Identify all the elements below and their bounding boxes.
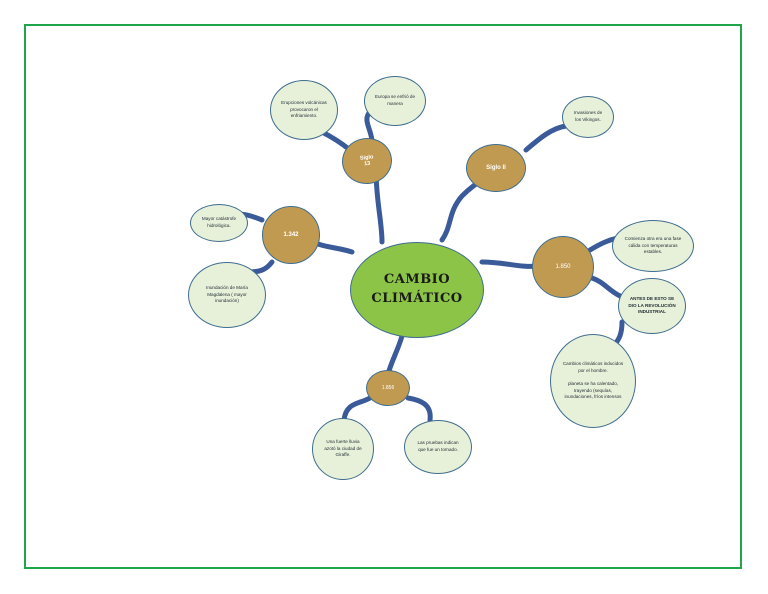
- leaf-invasiones: Invasiones de los Vikingos.: [562, 96, 614, 138]
- hub-1850: 1.850: [532, 236, 594, 298]
- leaf-antes-revolucion: ANTES DE ESTO SE DIO LA REVOLUCIÓN INDUS…: [618, 278, 686, 334]
- connector-center-1856: [385, 333, 405, 377]
- connector-1850-antes: [589, 275, 623, 299]
- hub-siglo-2: Siglo II: [466, 144, 526, 192]
- leaf-antes-revolucion-text: ANTES DE ESTO SE DIO LA REVOLUCIÓN INDUS…: [628, 296, 676, 315]
- leaf-cambios-climaticos: Cambios climáticos inducidos por el homb…: [550, 334, 636, 428]
- connector-center-1850: [479, 259, 541, 269]
- leaf-europa-text: Europa se enfrió de manera: [374, 94, 416, 106]
- hub-siglo-13-label: Siglo 13: [359, 154, 374, 168]
- leaf-invasiones-text: Invasiones de los Vikingos.: [573, 110, 603, 122]
- connector-center-1342: [315, 241, 355, 255]
- leaf-erupciones: Erupciones volcánicas provocaron el enfr…: [270, 80, 338, 140]
- hub-1342: 1.342: [262, 206, 320, 264]
- connector-1856-fuerte: [341, 395, 373, 423]
- hub-1856-label: 1.856: [381, 385, 395, 391]
- hub-siglo-2-label: Siglo II: [486, 165, 506, 171]
- leaf-pruebas-text: Las pruebas indican que fue un tornado.: [417, 440, 459, 452]
- connector-1856-pruebas: [405, 395, 433, 423]
- central-topic-title: CAMBIO CLIMÁTICO: [371, 272, 463, 306]
- leaf-comienza-era-text: Comienza otra era una fase cálida con te…: [624, 236, 682, 255]
- leaf-comienza-era: Comienza otra era una fase cálida con te…: [612, 220, 694, 272]
- leaf-europa: Europa se enfrió de manera: [364, 76, 426, 126]
- page-border: [24, 24, 742, 569]
- leaf-mayor-catastrofe-text: Mayor catástrofe hidrológica.: [201, 216, 237, 228]
- leaf-erupciones-text: Erupciones volcánicas provocaron el enfr…: [281, 100, 327, 119]
- leaf-pruebas: Las pruebas indican que fue un tornado.: [404, 420, 472, 474]
- leaf-fuerte-lluvia: Una fuerte lluvia azotó la ciudad de Gir…: [312, 418, 374, 480]
- hub-1342-label: 1.342: [283, 232, 299, 238]
- leaf-mayor-catastrofe: Mayor catástrofe hidrológica.: [190, 204, 248, 242]
- central-topic-node: CAMBIO CLIMÁTICO: [350, 242, 484, 338]
- leaf-cambios-climaticos-text: Cambios climáticos inducidos por el homb…: [562, 361, 624, 400]
- hub-1850-label: 1.850: [555, 264, 571, 270]
- leaf-inundacion-text: Inundación de María Magdalena ( mayor in…: [206, 285, 248, 304]
- leaf-fuerte-lluvia-text: Una fuerte lluvia azotó la ciudad de Gir…: [324, 439, 362, 458]
- leaf-inundacion: Inundación de María Magdalena ( mayor in…: [188, 262, 266, 328]
- hub-1856: 1.856: [366, 370, 410, 406]
